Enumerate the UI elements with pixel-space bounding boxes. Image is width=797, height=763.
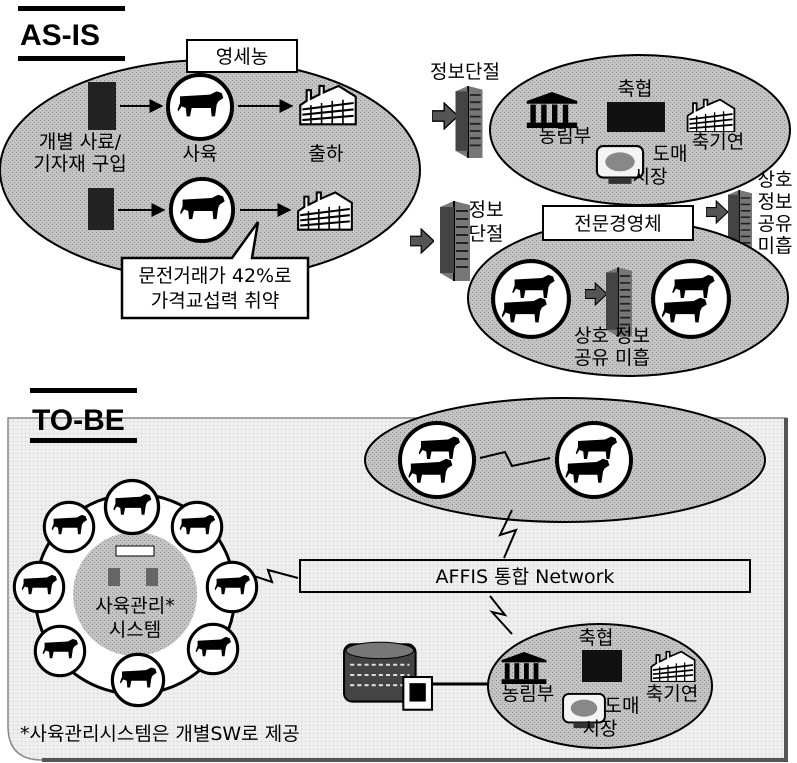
purchase-label-1: 개별 사료/ <box>39 131 122 153</box>
cow-circle-icon <box>105 480 158 533</box>
cow-group-icon <box>493 261 569 337</box>
professional-label-box <box>542 205 694 241</box>
cow-circle-icon <box>44 502 93 551</box>
coop-icon <box>582 650 622 682</box>
coop-label: 축협 <box>579 627 614 649</box>
cow-circle-icon <box>168 75 232 139</box>
network-bar <box>299 559 751 593</box>
link-zigzag <box>498 509 518 559</box>
callout-box <box>120 221 310 320</box>
cow-circle-icon <box>172 502 221 551</box>
to-be-header: TO-BE <box>30 388 137 443</box>
institute-label: 축기연 <box>646 683 698 705</box>
market-label-1: 도매 <box>653 143 688 165</box>
small-farm-label: 영세농 <box>216 46 268 68</box>
share-vertical-1: 상호 <box>758 169 793 191</box>
cow-circle-icon <box>112 654 163 705</box>
share-vertical-3: 공유 <box>758 213 793 235</box>
share-vertical-4: 미흡 <box>758 235 793 257</box>
cow-group-icon <box>400 423 474 497</box>
share-label-2: 공유 미흡 <box>574 347 650 369</box>
slaughterhouse-icon <box>299 84 357 126</box>
cow-group-icon <box>653 261 729 337</box>
system-label-1: 사육관리* <box>95 595 174 617</box>
link-zigzag <box>479 450 551 468</box>
cow-circle-icon <box>188 624 237 673</box>
arrow-icon <box>432 102 458 130</box>
cow-circle-icon <box>14 562 63 611</box>
callout-text-1: 문전거래가 42%로 <box>138 265 291 287</box>
link-zigzag <box>247 568 299 584</box>
arrow-icon <box>410 228 434 254</box>
callout-text-2: 가격교섭력 취약 <box>151 290 279 312</box>
cow-group-icon <box>557 423 631 497</box>
feed-icon <box>88 188 114 230</box>
market-label-2: 시장 <box>583 718 618 740</box>
info-cut-mid-label-1: 정보 <box>469 199 504 221</box>
feed-icon <box>88 82 116 130</box>
ministry-label: 농림부 <box>502 683 554 705</box>
link-zigzag <box>489 595 513 635</box>
cow-circle-icon <box>35 626 84 675</box>
breeding-label: 사육 <box>183 143 218 165</box>
firewall-icon <box>455 86 483 158</box>
market-label-2: 시장 <box>633 166 668 188</box>
info-cut-label: 정보단절 <box>430 61 500 83</box>
footnote: *사육관리시스템은 개별SW로 제공 <box>20 723 300 745</box>
system-label-2: 시스템 <box>109 619 161 641</box>
as-is-title: AS-IS <box>20 19 100 52</box>
institute-label: 축기연 <box>692 131 744 153</box>
professional-label: 전문경영체 <box>574 213 661 235</box>
share-vertical-2: 정보 <box>758 191 793 213</box>
market-label-1: 도매 <box>605 695 640 717</box>
purchase-label-2: 기자재 구입 <box>33 153 126 175</box>
arrow-icon <box>706 200 728 224</box>
institute-icon <box>686 98 736 132</box>
cow-circle-icon <box>171 179 233 241</box>
shipping-label: 출하 <box>309 143 344 165</box>
coop-icon <box>607 102 665 132</box>
info-cut-mid-label-2: 단절 <box>469 223 504 245</box>
institute-icon <box>650 650 696 682</box>
ministry-label: 농림부 <box>539 125 591 147</box>
network-label: AFFIS 통합 Network <box>436 566 615 588</box>
small-farm-label-box <box>186 39 298 73</box>
management-system-core <box>73 532 197 656</box>
to-be-title: TO-BE <box>32 404 125 437</box>
firewall-icon <box>440 199 470 283</box>
coop-label: 축협 <box>618 78 653 100</box>
slaughterhouse-icon <box>296 191 354 231</box>
as-is-header: AS-IS <box>18 6 125 61</box>
share-label-1: 상호 정보 <box>574 325 650 347</box>
cow-circle-icon <box>207 562 256 611</box>
